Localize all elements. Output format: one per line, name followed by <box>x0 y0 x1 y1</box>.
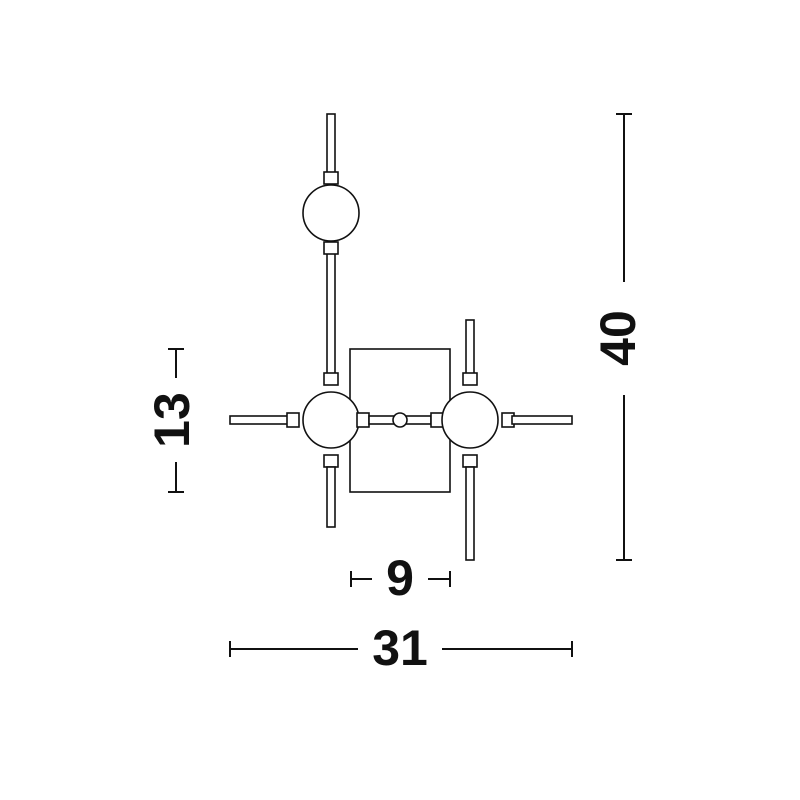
globe-left-cap-bottom <box>323 454 339 468</box>
globe-left-cap-left <box>286 412 300 428</box>
rod-left-bottom <box>326 466 336 528</box>
globe-left <box>302 391 360 449</box>
globe-right-cap-bottom <box>462 454 478 468</box>
rod-left-arm <box>229 415 291 425</box>
rod-left-top <box>326 113 336 175</box>
globe-top <box>302 184 360 242</box>
globe-top-cap-upper <box>323 171 339 185</box>
rod-right-top <box>465 319 475 377</box>
globe-left-cap-top <box>323 372 339 386</box>
rod-right-bottom <box>465 466 475 561</box>
dimension-width-total-label: 31 <box>372 620 428 676</box>
rod-right-arm <box>511 415 573 425</box>
rod-left-middle <box>326 251 336 375</box>
dimension-plate-height: 13 <box>144 348 200 493</box>
dimension-plate-width-label: 9 <box>386 550 414 606</box>
dimension-height-total: 40 <box>590 113 646 561</box>
dimension-plate-width: 9 <box>350 550 451 606</box>
fixture-outline <box>229 113 573 561</box>
connector-cap-left <box>356 412 370 428</box>
dimension-width-total: 31 <box>229 620 573 676</box>
globe-right-cap-top <box>462 372 478 386</box>
dimension-height-total-label: 40 <box>590 310 646 366</box>
dimension-plate-height-label: 13 <box>144 392 200 448</box>
globe-right <box>441 391 499 449</box>
globe-top-cap-lower <box>323 241 339 255</box>
connector-joint <box>392 412 408 428</box>
